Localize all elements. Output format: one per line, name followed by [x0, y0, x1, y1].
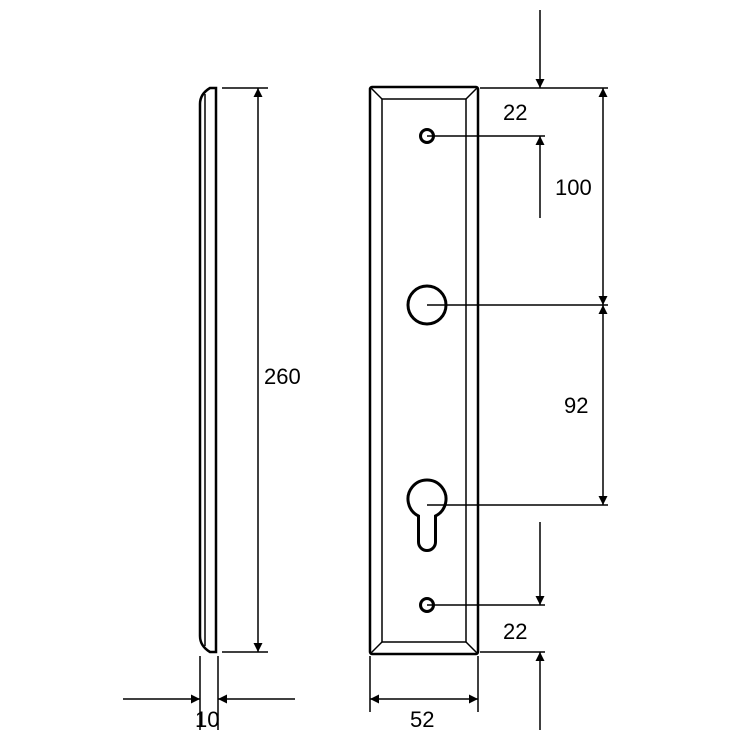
hole-to-handle-label: 100	[555, 175, 592, 200]
right-extension-lines	[427, 87, 608, 653]
thickness-dimension-label: 10	[195, 707, 219, 732]
side-view	[198, 86, 218, 654]
bottom-offset-label: 22	[503, 619, 527, 644]
width-dimension	[369, 656, 479, 712]
plate-outer-edge	[368, 85, 480, 656]
bevel-corner-top-left	[369, 86, 383, 100]
thickness-dimension	[123, 656, 295, 730]
bevel-corner-lines	[369, 86, 479, 655]
front-view	[368, 85, 480, 656]
height-dimension-label: 260	[264, 364, 301, 389]
top-offset-label: 22	[503, 100, 527, 125]
plate-inner-bevel	[381, 98, 467, 643]
handle-to-cylinder-label: 92	[564, 393, 588, 418]
bevel-corner-bottom-left	[369, 641, 383, 655]
bevel-corner-top-right	[465, 86, 479, 100]
cylinder-keyhole	[406, 478, 448, 552]
side-view-outline	[198, 86, 218, 654]
width-dimension-label: 52	[410, 707, 434, 732]
height-dimension	[222, 87, 268, 653]
bevel-corner-bottom-right	[465, 641, 479, 655]
